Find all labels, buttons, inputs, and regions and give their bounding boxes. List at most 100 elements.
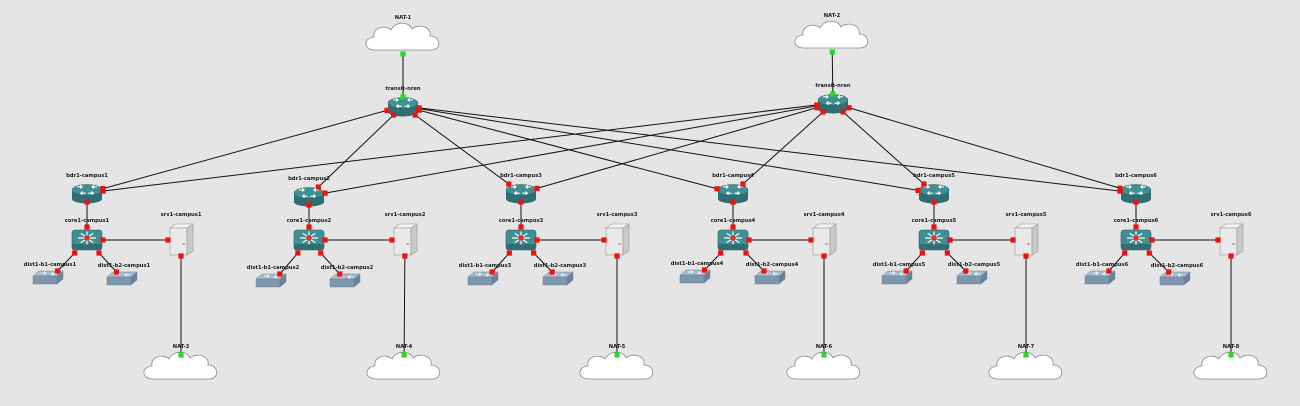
switch-node[interactable] <box>956 270 988 285</box>
l3switch-node[interactable] <box>1120 229 1152 251</box>
link-nat2-tr2[interactable] <box>831 51 834 95</box>
port-indicator <box>718 250 724 256</box>
port-indicator <box>518 224 524 230</box>
port-indicator <box>601 237 607 243</box>
link-tr2-bdr2[interactable] <box>324 105 818 194</box>
link-core5-d5b[interactable] <box>946 252 967 272</box>
port-indicator <box>963 268 969 274</box>
node-label: dist1-b1-campus4 <box>671 261 724 267</box>
port-indicator <box>506 250 512 256</box>
server-node[interactable] <box>812 223 837 256</box>
cloud-node[interactable] <box>143 351 218 380</box>
port-indicator <box>178 352 184 358</box>
switch-node[interactable] <box>1159 271 1191 286</box>
node-label: dist1-b2-campus3 <box>534 263 587 269</box>
link-srv2-nat4[interactable] <box>403 255 406 356</box>
router-node[interactable] <box>71 184 103 204</box>
port-indicator <box>743 250 749 256</box>
node-label: NAT-8 <box>1223 344 1240 350</box>
link-core1-d1a[interactable] <box>57 252 76 272</box>
port-indicator <box>730 199 736 205</box>
node-label: transit-nren <box>385 86 420 92</box>
switch-node[interactable] <box>32 270 64 285</box>
l3switch-node[interactable] <box>293 229 325 251</box>
link-core5-d5a[interactable] <box>905 252 923 272</box>
link-core3-d3b[interactable] <box>533 252 553 273</box>
router-node[interactable] <box>1120 184 1152 204</box>
node-label: NAT-2 <box>824 13 841 19</box>
link-core2-d2a[interactable] <box>279 252 299 275</box>
link-tr1-bdr6[interactable] <box>418 107 1121 192</box>
l3switch-node[interactable] <box>918 229 950 251</box>
port-indicator <box>531 250 537 256</box>
link-tr2-bdr4[interactable] <box>742 111 824 185</box>
link-tr1-bdr2[interactable] <box>318 114 394 188</box>
port-indicator <box>391 112 397 118</box>
port-indicator <box>400 94 406 100</box>
node-label: NAT-7 <box>1018 344 1035 350</box>
link-tr2-bdr5[interactable] <box>842 111 925 185</box>
port-indicator <box>318 250 324 256</box>
port-indicator <box>165 237 171 243</box>
router-node[interactable] <box>918 184 950 204</box>
link-core2-d2b[interactable] <box>320 252 341 275</box>
l3switch-node[interactable] <box>505 229 537 251</box>
link-core4-d4a[interactable] <box>704 252 722 271</box>
switch-node[interactable] <box>106 271 138 286</box>
server-node[interactable] <box>393 223 418 256</box>
server-node[interactable] <box>169 223 194 256</box>
port-indicator <box>315 184 321 190</box>
link-tr1-bdr5[interactable] <box>418 108 919 191</box>
cloud-node[interactable] <box>988 351 1063 380</box>
link-core1-d1b[interactable] <box>98 252 117 273</box>
port-indicator <box>1146 250 1152 256</box>
port-indicator <box>322 190 328 196</box>
link-tr2-bdr1[interactable] <box>102 104 818 192</box>
port-indicator <box>821 253 827 259</box>
port-indicator <box>746 237 752 243</box>
port-indicator <box>534 237 540 243</box>
link-tr1-bdr4[interactable] <box>418 109 718 190</box>
server-node[interactable] <box>1219 223 1244 256</box>
link-tr2-bdr3[interactable] <box>536 107 818 189</box>
cloud-node[interactable] <box>366 351 441 380</box>
port-indicator <box>846 105 852 111</box>
switch-node[interactable] <box>754 270 786 285</box>
cloud-node[interactable] <box>365 22 440 51</box>
router-node[interactable] <box>717 184 749 204</box>
node-label: dist1-b1-campus1 <box>24 262 77 268</box>
cloud-node[interactable] <box>579 351 654 380</box>
l3switch-node[interactable] <box>71 229 103 251</box>
l3switch-node[interactable] <box>717 229 749 251</box>
server-node[interactable] <box>1014 223 1039 256</box>
port-indicator <box>1106 268 1112 274</box>
switch-node[interactable] <box>542 271 574 286</box>
node-label: NAT-6 <box>816 344 833 350</box>
port-indicator <box>1117 185 1123 191</box>
port-indicator <box>761 268 767 274</box>
switch-node[interactable] <box>881 270 913 285</box>
cloud-node[interactable] <box>794 20 869 49</box>
port-indicator <box>714 186 720 192</box>
cloud-node[interactable] <box>1193 351 1268 380</box>
link-tr1-bdr3[interactable] <box>414 114 510 185</box>
link-tr1-bdr1[interactable] <box>102 109 388 190</box>
port-indicator <box>549 269 555 275</box>
link-core4-d4b[interactable] <box>745 252 765 272</box>
cloud-node[interactable] <box>786 351 861 380</box>
switch-node[interactable] <box>679 269 711 284</box>
node-label: srv1-campus3 <box>597 212 638 218</box>
port-indicator <box>614 253 620 259</box>
router-node[interactable] <box>293 187 325 207</box>
port-indicator <box>1228 253 1234 259</box>
link-core6-d6b[interactable] <box>1148 252 1170 273</box>
link-core6-d6a[interactable] <box>1108 252 1126 272</box>
node-label: srv1-campus2 <box>385 212 426 218</box>
server-node[interactable] <box>605 223 630 256</box>
link-tr2-bdr6[interactable] <box>848 107 1121 189</box>
link-core3-d3a[interactable] <box>491 252 510 273</box>
switch-node[interactable] <box>329 273 361 288</box>
node-label: bdr1-campus1 <box>66 173 108 179</box>
port-indicator <box>400 51 406 57</box>
